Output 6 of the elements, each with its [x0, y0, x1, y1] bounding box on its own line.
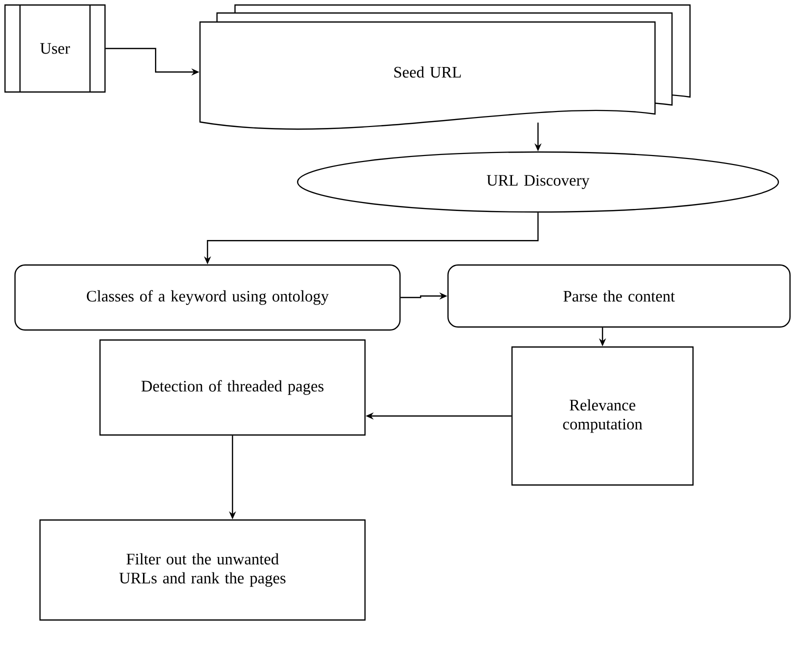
process-box: Classes of a keyword using ontology [14, 264, 401, 331]
process-box: Detection of threaded pages [99, 339, 366, 436]
process-box: Parse the content [447, 264, 791, 328]
process-box: Relevance computation [511, 346, 694, 486]
process-box: User [4, 4, 106, 93]
process-box: Filter out the unwanted URLs and rank the pages [39, 519, 366, 621]
